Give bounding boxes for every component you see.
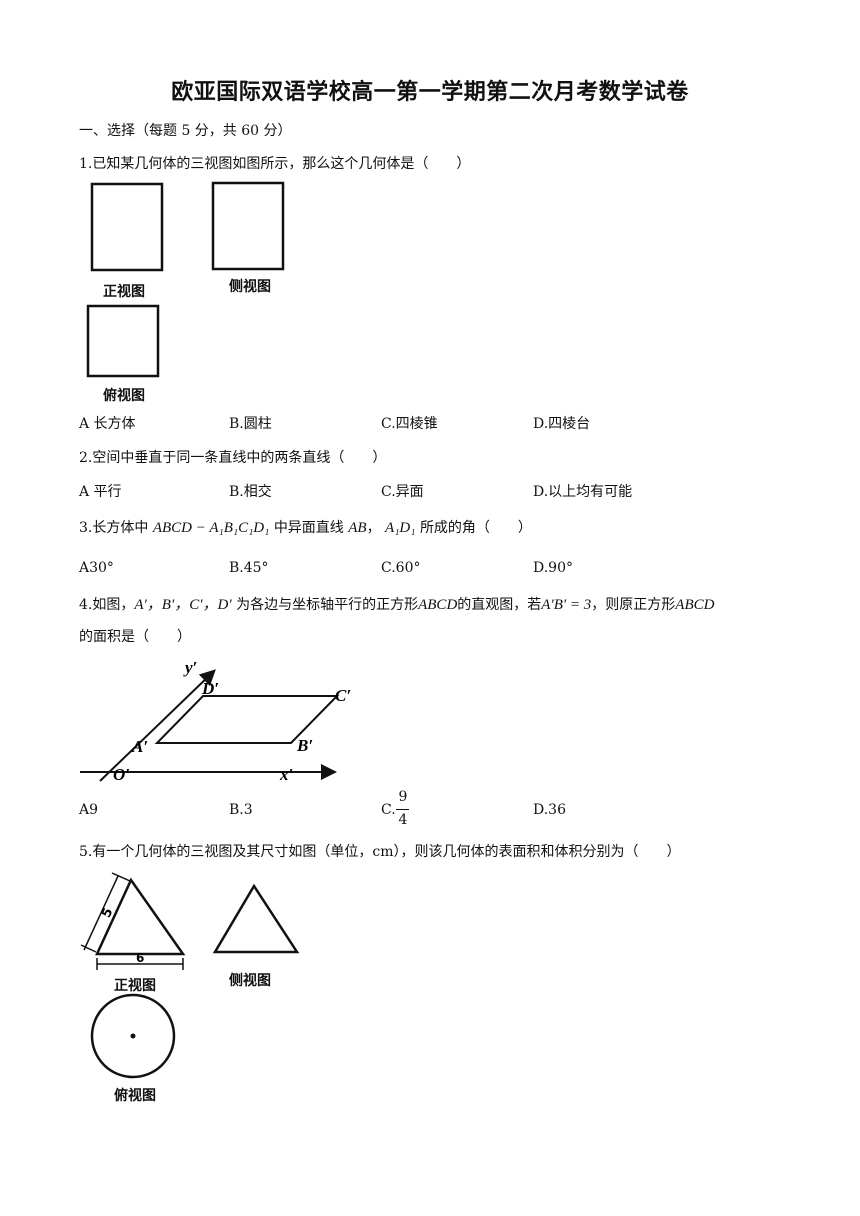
q3-separator: ，	[366, 520, 381, 536]
q3-stem-pre: 3.长方体中	[79, 520, 149, 536]
q1-top-view-label: 俯视图	[103, 388, 145, 404]
question-5-stem: 5.有一个几何体的三视图及其尺寸如图（单位，cm），则该几何体的表面积和体积分别…	[79, 844, 681, 860]
q4-condition: A′B′ = 3	[541, 597, 592, 613]
q2-option-a[interactable]: A 平行	[79, 484, 122, 500]
q3-stem-post: 所成的角（ ）	[419, 520, 532, 536]
q4-option-c-numerator: 9	[398, 789, 408, 805]
q5-dim-base-label: 6	[136, 951, 144, 965]
q1-front-view-rect	[90, 182, 164, 272]
q4-stem-a: 4.如图，	[79, 597, 135, 613]
q3-solid-name: ABCD − A₁B₁C₁D₁	[152, 520, 270, 536]
q5-top-view-figure	[90, 993, 176, 1079]
q3-option-c[interactable]: C.60°	[381, 560, 421, 576]
question-4-stem-line2: 的面积是（ ）	[79, 629, 191, 645]
q4-label-c: C′	[335, 686, 351, 705]
q4-option-b[interactable]: B.3	[229, 802, 253, 818]
q5-dim-tick-bottom	[80, 944, 97, 953]
q4-label-d: D′	[201, 679, 219, 698]
q4-square-name: ABCD	[418, 597, 458, 613]
q3-stem-mid: 中异面直线	[273, 520, 344, 536]
q5-front-side-views-figure: 5 6	[80, 872, 300, 970]
q5-side-view-label: 侧视图	[229, 973, 271, 989]
q4-label-x: x′	[279, 765, 293, 784]
q4-y-axis	[99, 669, 216, 782]
q5-front-view-triangle	[95, 877, 186, 956]
q1-option-b[interactable]: B.圆柱	[229, 416, 272, 432]
q4-label-o: O′	[113, 765, 130, 784]
q4-label-b: B′	[296, 736, 313, 755]
q5-dim-line-side	[83, 875, 119, 951]
q4-points: A′，B′，C′，D′	[134, 597, 232, 613]
q5-top-view-label: 俯视图	[114, 1088, 156, 1104]
page-title: 欧亚国际双语学校高一第一学期第二次月考数学试卷	[171, 80, 689, 105]
q3-option-d[interactable]: D.90°	[533, 560, 573, 576]
q4-option-c-denominator: 4	[398, 812, 408, 828]
q1-option-d[interactable]: D.四棱台	[533, 416, 591, 432]
q4-stem-c: 的直观图，若	[457, 597, 542, 613]
q5-top-view-center-dot	[130, 1033, 136, 1039]
q4-oblique-figure: y′ D′ C′ A′ B′ O′ x′	[80, 658, 351, 784]
q4-label-a: A′	[131, 737, 148, 756]
question-2-stem: 2.空间中垂直于同一条直线中的两条直线（ ）	[79, 450, 387, 466]
q2-option-d[interactable]: D.以上均有可能	[533, 484, 633, 500]
q1-side-view-label: 侧视图	[229, 279, 271, 295]
q1-side-view-rect	[211, 181, 285, 271]
q4-option-d[interactable]: D.36	[533, 802, 566, 818]
q1-front-side-views-figure	[90, 181, 285, 272]
q4-stem-b: 为各边与坐标轴平行的正方形	[236, 597, 419, 613]
q3-line-a1d1: A₁D₁	[385, 520, 416, 536]
q4-parallelogram	[154, 695, 340, 744]
q3-line-ab: AB	[348, 520, 367, 536]
q4-option-a[interactable]: A9	[79, 802, 99, 818]
q5-dim-tick-top	[111, 872, 131, 882]
q2-option-b[interactable]: B.相交	[229, 484, 272, 500]
q4-label-y: y′	[183, 658, 197, 677]
q1-front-view-label: 正视图	[103, 284, 145, 300]
question-4-stem-line1: 4.如图，A′，B′，C′，D′ 为各边与坐标轴平行的正方形ABCD的直观图，若…	[79, 593, 714, 614]
q4-square-name-2: ABCD	[675, 597, 715, 613]
q2-option-c[interactable]: C.异面	[381, 484, 424, 500]
q1-top-view-figure	[86, 304, 160, 378]
q4-option-c-fraction-bar	[396, 809, 409, 810]
q5-top-view-circle	[90, 993, 176, 1079]
q1-option-c[interactable]: C.四棱锥	[381, 416, 438, 432]
q5-side-view-triangle	[212, 883, 300, 954]
q4-option-c-prefix[interactable]: C.	[381, 802, 396, 818]
q1-option-a[interactable]: A 长方体	[79, 416, 136, 432]
q1-top-view-rect	[86, 304, 160, 378]
q5-front-view-label: 正视图	[114, 978, 156, 994]
question-1-stem: 1.已知某几何体的三视图如图所示，那么这个几何体是（ ）	[79, 156, 471, 172]
q3-option-a[interactable]: A30°	[79, 560, 114, 576]
q3-option-b[interactable]: B.45°	[229, 560, 269, 576]
section-heading: 一、选择（每题 5 分，共 60 分）	[79, 123, 292, 139]
q4-stem-d: ，则原正方形	[591, 597, 676, 613]
question-3-stem: 3.长方体中 ABCD − A₁B₁C₁D₁ 中异面直线 AB， A₁D₁ 所成…	[79, 517, 532, 537]
